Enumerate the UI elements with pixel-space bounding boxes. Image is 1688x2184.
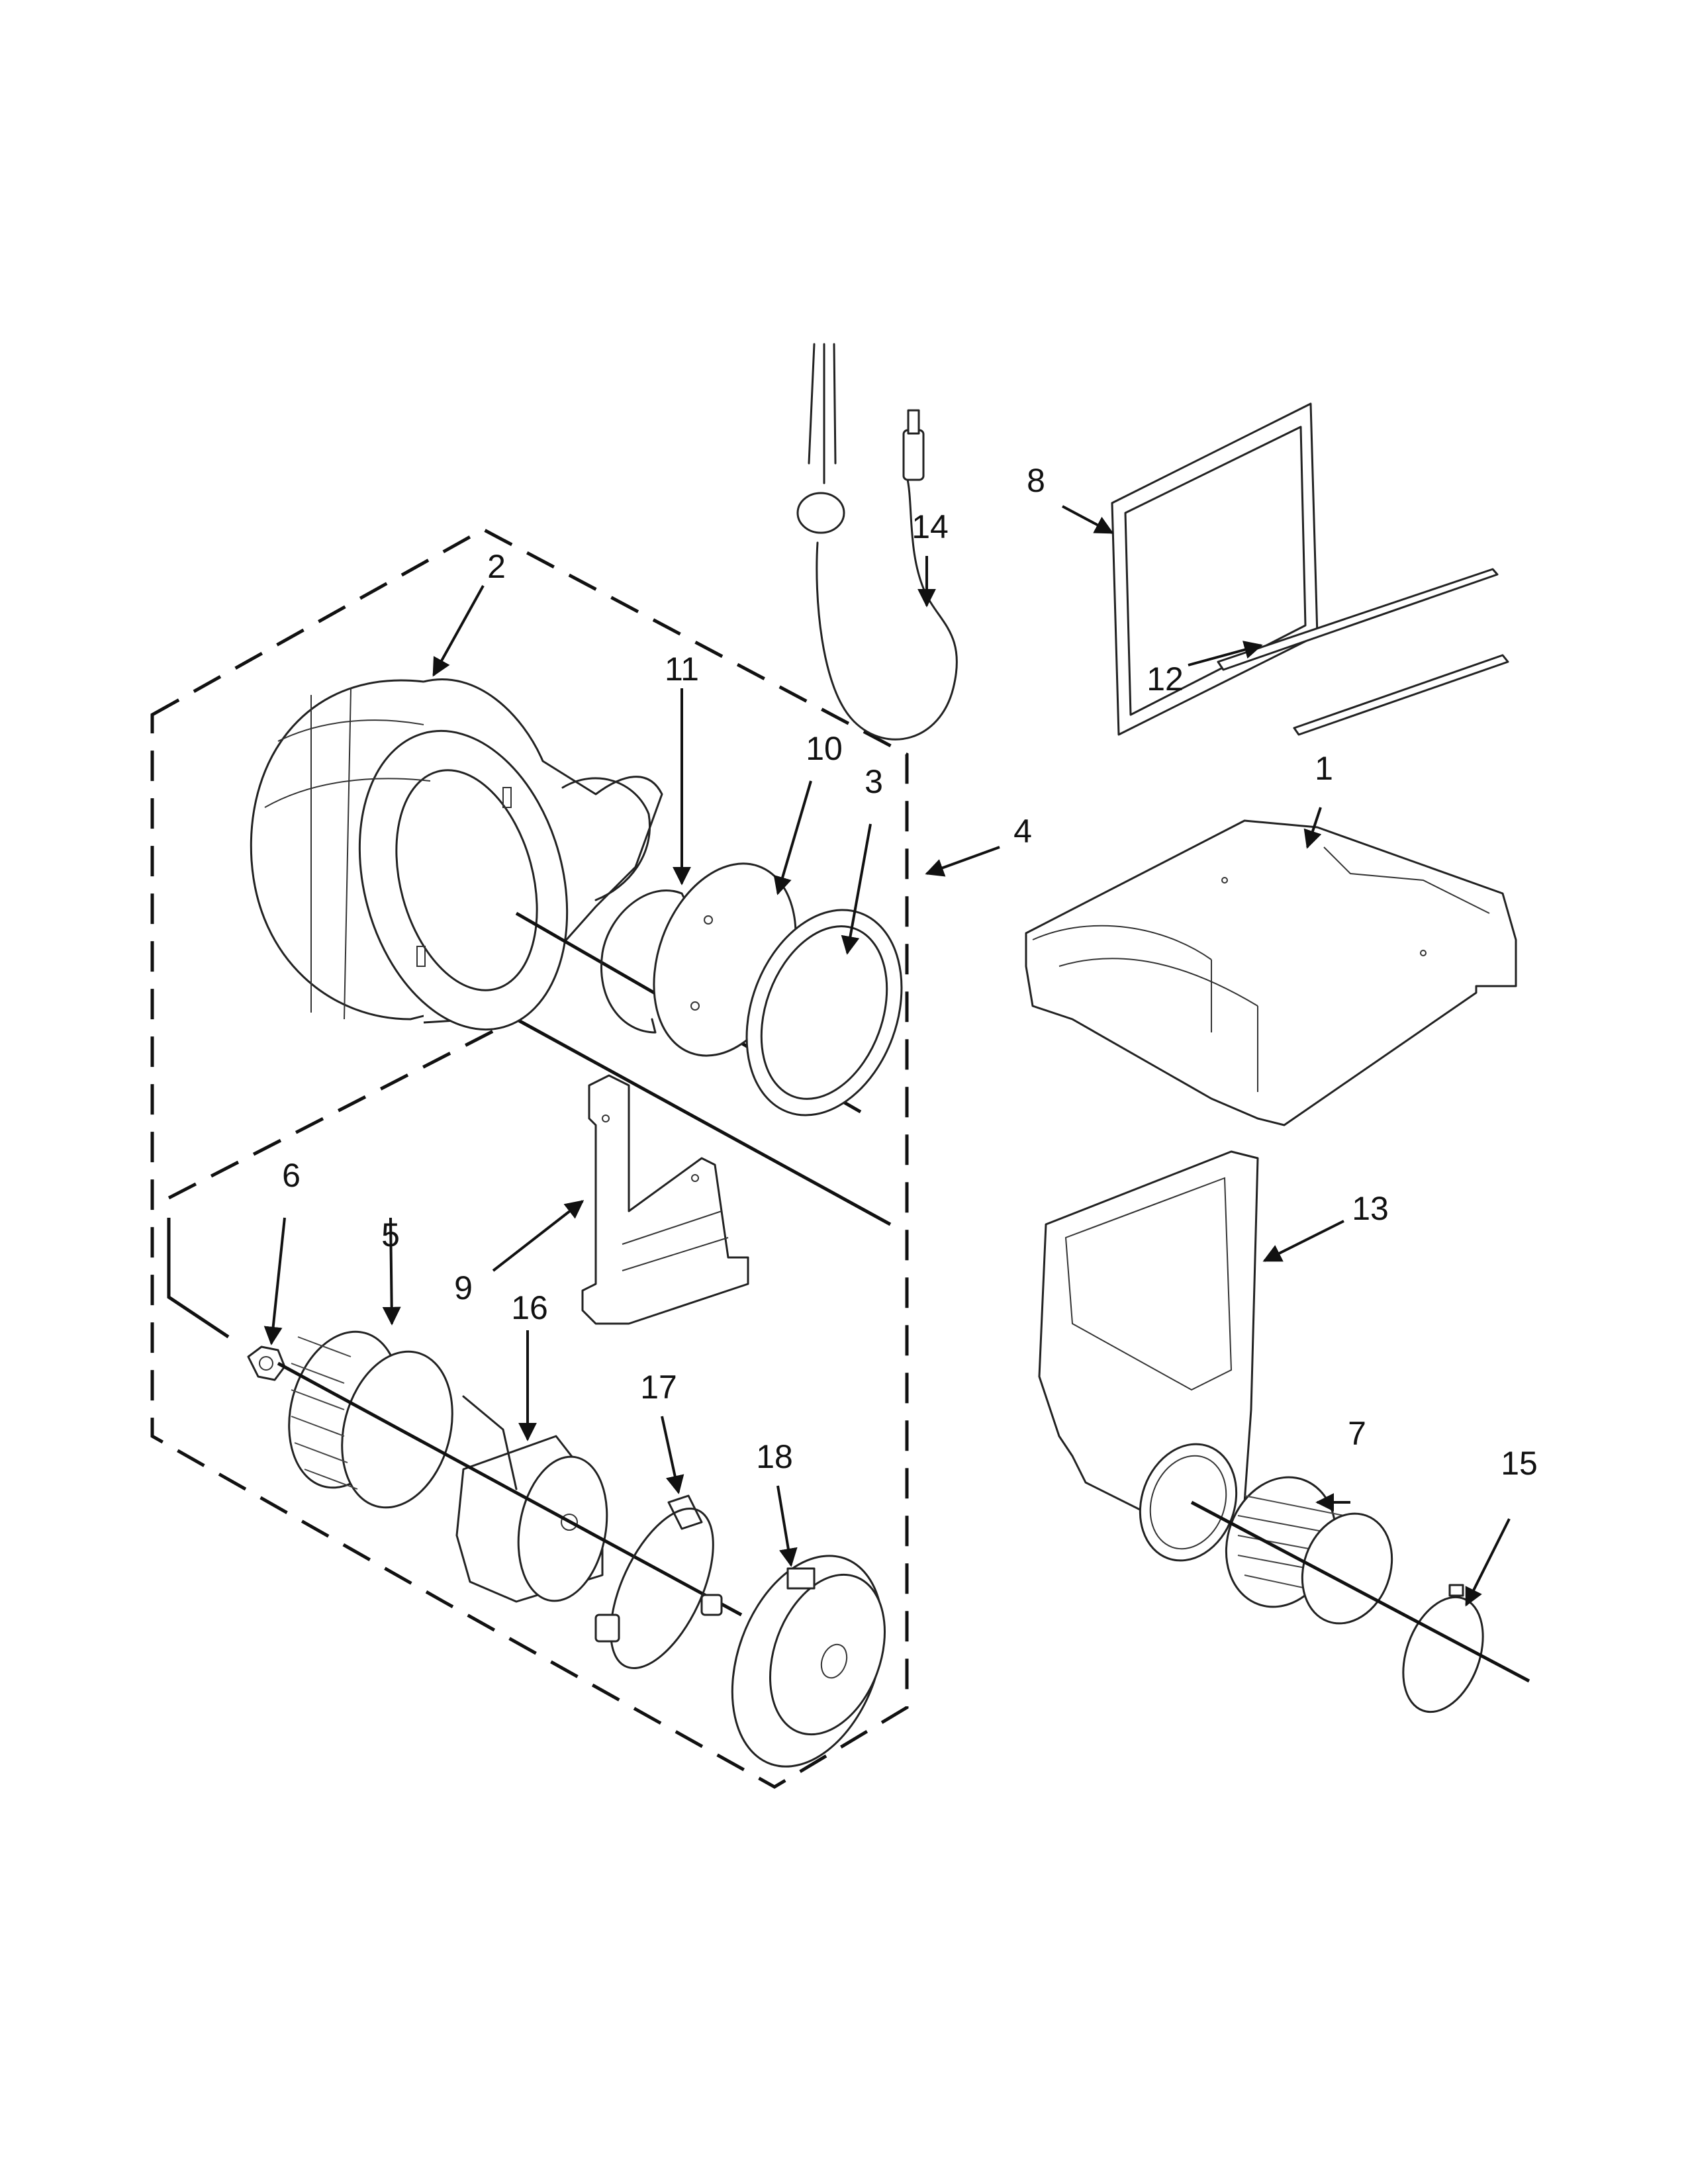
callout-11: 11: [665, 651, 699, 688]
power-cord: [796, 343, 958, 741]
callout-8: 8: [1027, 462, 1045, 499]
assembly-axis-right: [1190, 1500, 1530, 1683]
callout-16: 16: [511, 1289, 548, 1326]
callout-17: 17: [640, 1369, 677, 1406]
rear-housing: [731, 1555, 886, 1768]
gasket-strips: [1217, 568, 1509, 736]
callout-leaders: [263, 505, 1511, 1607]
motor-mount-bracket: [581, 1074, 749, 1325]
duct-clamp: [1402, 1584, 1484, 1713]
blower-housing: [250, 678, 663, 1031]
callout-9: 9: [454, 1269, 473, 1306]
callout-1: 1: [1315, 750, 1333, 787]
exhaust-duct: [1038, 1150, 1259, 1562]
blower-wheel: [288, 1330, 453, 1509]
callout-2: 2: [487, 548, 506, 585]
callout-3: 3: [865, 763, 883, 800]
gasket-ring: [745, 909, 903, 1116]
callout-15: 15: [1501, 1445, 1538, 1482]
drive-motor: [455, 1395, 608, 1603]
callout-12: 12: [1147, 660, 1184, 698]
filter-frame: [1111, 402, 1319, 736]
callout-4: 4: [1013, 813, 1032, 850]
blower-assembly-outline: [150, 527, 909, 1789]
callout-13: 13: [1352, 1190, 1389, 1227]
assembly-axis-lower: [277, 1361, 743, 1617]
motor-clamp: [594, 1494, 723, 1670]
callout-labels: 1 2 3 4 5 6 7 8 9 10 11 12 13 14 15 16 1…: [282, 462, 1538, 1482]
duct-cover: [1025, 819, 1517, 1126]
callout-7: 7: [1348, 1415, 1366, 1452]
callout-5: 5: [381, 1216, 400, 1253]
callout-18: 18: [756, 1438, 793, 1475]
callout-6: 6: [282, 1157, 301, 1194]
callout-14: 14: [912, 508, 949, 545]
callout-10: 10: [806, 730, 843, 767]
